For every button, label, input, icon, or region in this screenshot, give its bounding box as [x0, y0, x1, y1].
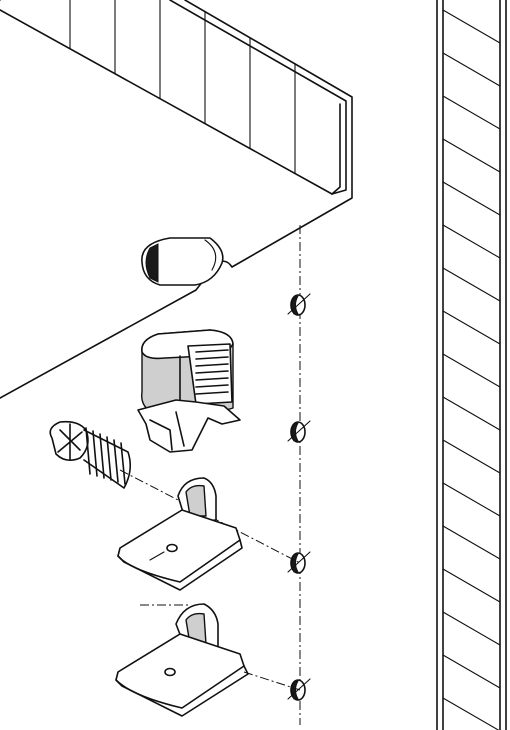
hatch-line	[442, 396, 501, 431]
hatch-line	[442, 439, 501, 474]
housing-ribs	[195, 349, 229, 395]
hatch-line	[442, 482, 501, 517]
screw	[49, 420, 301, 564]
thread-crest	[113, 439, 119, 483]
rib	[195, 349, 229, 353]
rib	[195, 377, 229, 381]
panel-hole	[141, 237, 224, 286]
rib	[195, 370, 229, 374]
panel-hole-shadow	[145, 243, 159, 283]
thread-crest	[85, 427, 91, 475]
hatch-line	[442, 181, 501, 216]
drill-hole	[287, 551, 311, 574]
thread-crest	[99, 433, 105, 479]
hatch-line	[442, 611, 501, 646]
top-panel	[0, 0, 353, 399]
hatch-line	[442, 568, 501, 603]
rib	[195, 356, 229, 360]
rib	[195, 391, 229, 395]
hatch-line	[442, 353, 501, 388]
mounting-plate-upper	[117, 477, 243, 591]
rib	[195, 363, 229, 367]
side-panel-hatch	[442, 9, 501, 730]
mounting-plate-lower	[115, 603, 301, 717]
drill-hole	[287, 420, 311, 443]
hole-center-line	[287, 225, 311, 725]
hatch-line	[442, 267, 501, 302]
drill-hole	[287, 678, 311, 701]
screw-body-outline	[83, 429, 132, 489]
hatch-line	[442, 697, 500, 730]
hatch-line	[442, 138, 501, 173]
connector-housing	[137, 329, 241, 453]
hatch-line	[442, 224, 501, 259]
rib	[195, 384, 229, 388]
hatch-line	[442, 9, 501, 44]
drill-hole	[287, 293, 311, 316]
screw-thread	[83, 427, 132, 489]
hatch-line	[442, 525, 501, 560]
side-panel	[436, 0, 507, 730]
hatch-line	[442, 52, 501, 87]
top-panel-edge-hatch	[69, 0, 296, 175]
thread-crest	[120, 442, 126, 485]
hatch-line	[442, 654, 501, 689]
thread-crest	[106, 436, 112, 481]
hatch-line	[442, 310, 501, 345]
hatch-line	[442, 95, 501, 130]
